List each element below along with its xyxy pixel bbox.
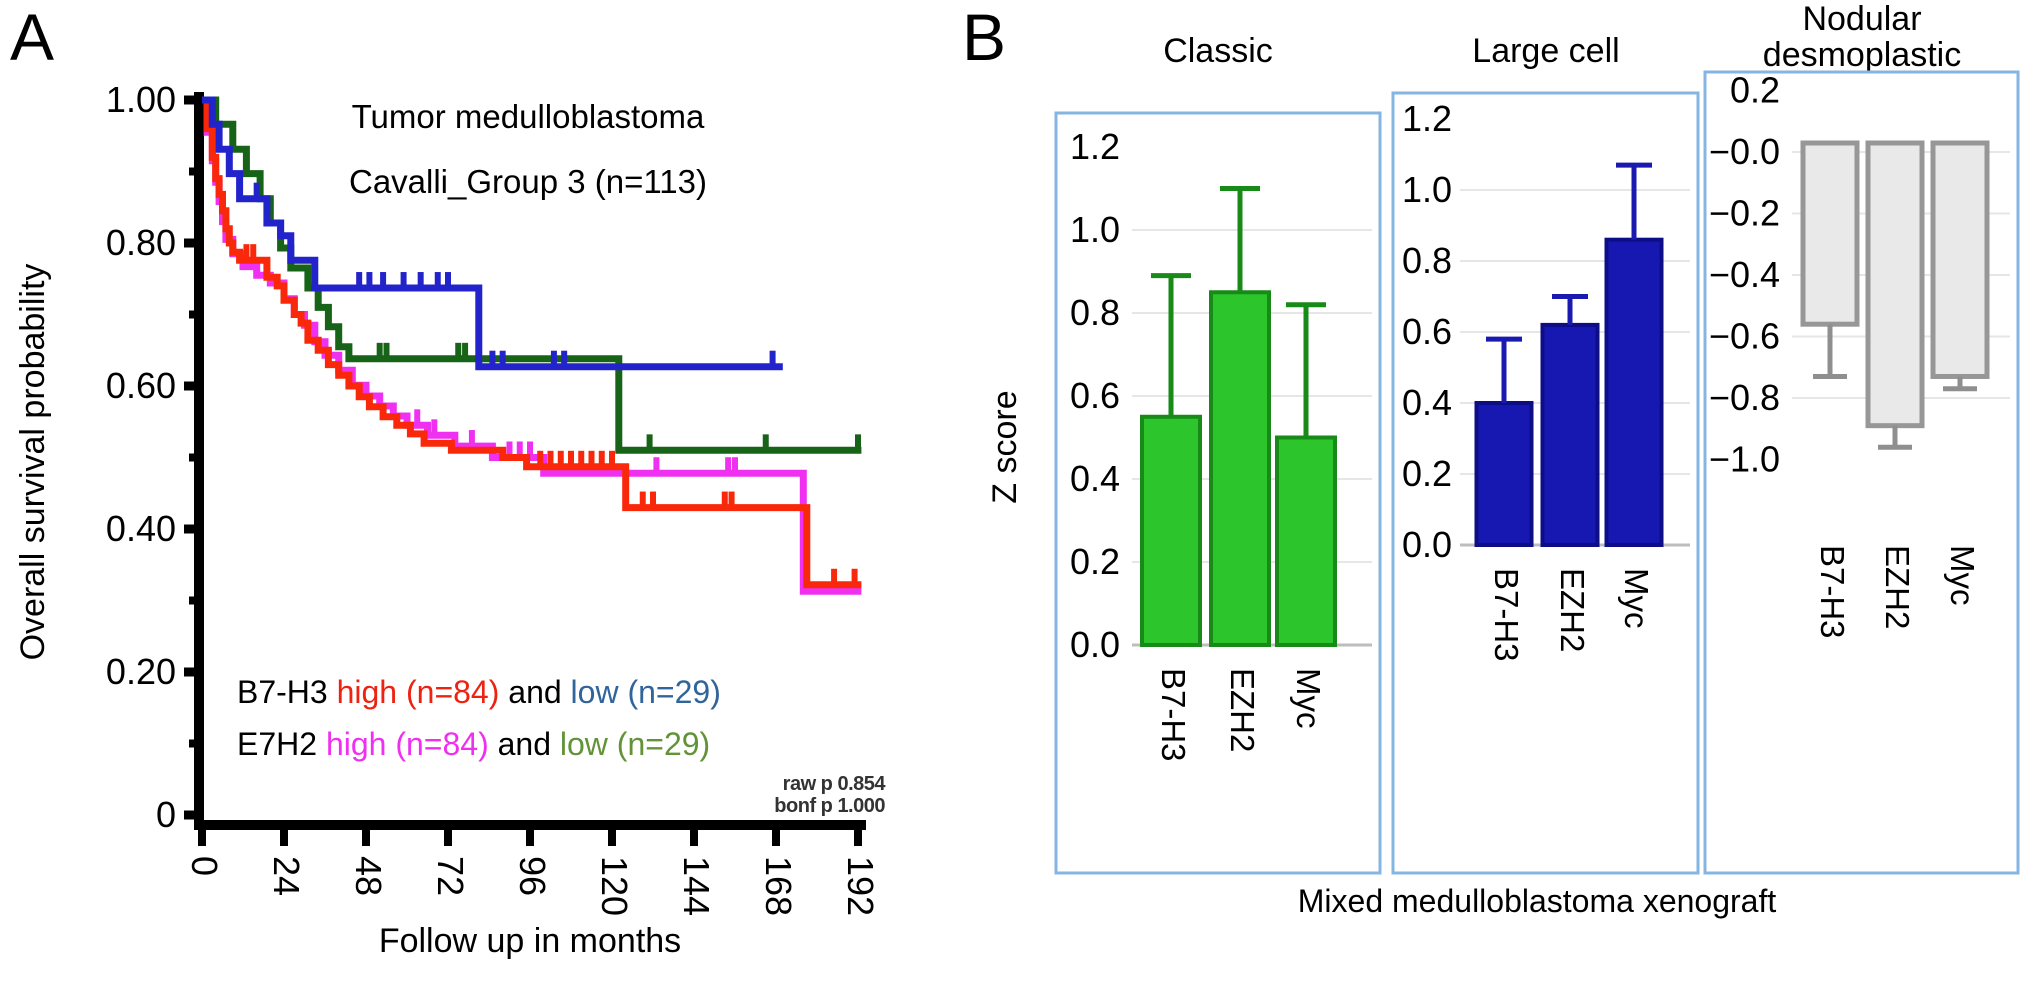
x-tick-label: 48 xyxy=(348,856,389,896)
km-title-line2: Cavalli_Group 3 (n=113) xyxy=(349,163,707,200)
km-stats-raw-p: raw p 0.854 xyxy=(783,773,887,795)
bar xyxy=(1865,140,1925,429)
legend-e7h2-low: low (n=29) xyxy=(560,726,710,762)
y-tick-label: 0.8 xyxy=(1070,292,1120,333)
y-tick-label: 0.20 xyxy=(106,651,176,692)
km-stats-bonf-p: bonf p 1.000 xyxy=(774,795,885,817)
y-tick-label: 0.0 xyxy=(1402,524,1452,565)
km-legend-line1: B7-H3 high (n=84) and low (n=29) xyxy=(237,674,721,710)
category-label: EZH2 xyxy=(1879,545,1916,629)
nodular-desmoplastic-chart: 0.2 −0.0 −0.2 −0.4 −0.6 −0.8 −1.0B7-H3 EZH2 Myc xyxy=(1703,70,2020,875)
y-tick-label: −1.0 xyxy=(1709,439,1780,480)
y-tick-label: 0.4 xyxy=(1402,382,1452,423)
km-title-line1: Tumor medulloblastoma xyxy=(352,98,705,135)
bar xyxy=(1209,290,1271,647)
y-tick-label: 0.6 xyxy=(1070,375,1120,416)
y-tick-label: 0.2 xyxy=(1070,541,1120,582)
km-x-axis-title: Follow up in months xyxy=(379,922,681,960)
zscore-axis-title: Z score xyxy=(986,390,1024,503)
y-tick-label: 1.2 xyxy=(1402,98,1452,139)
survival-curve xyxy=(202,96,862,589)
bar xyxy=(1604,237,1664,547)
x-tick-label: 120 xyxy=(594,856,635,916)
y-tick-label: −0.2 xyxy=(1709,193,1780,234)
legend-b7h3-label: B7-H3 xyxy=(237,674,337,710)
y-tick-label: 0.6 xyxy=(1402,311,1452,352)
y-tick-label: 0.2 xyxy=(1402,453,1452,494)
category-label: Myc xyxy=(1290,668,1327,729)
y-tick-label: 0.60 xyxy=(106,365,176,406)
bar xyxy=(1275,435,1337,647)
panel-b-caption: Mixed medulloblastoma xenograft xyxy=(1298,883,1777,919)
legend-e7h2-label: E7H2 xyxy=(237,726,326,762)
x-tick-label: 192 xyxy=(840,856,881,916)
category-label: B7-H3 xyxy=(1155,668,1192,762)
panel-b-label: B xyxy=(962,0,1006,74)
y-tick-label: 1.00 xyxy=(106,79,176,120)
bar xyxy=(1140,414,1202,647)
x-tick-label: 96 xyxy=(512,856,553,896)
category-label: EZH2 xyxy=(1224,668,1261,752)
bar xyxy=(1930,140,1990,379)
km-axes: 1.00 0.80 0.60 0.40 0.20 0 0 24 48 72 96 120 144 168 1… xyxy=(106,79,881,916)
y-tick-label: −0.8 xyxy=(1709,377,1780,418)
legend-and-1: and xyxy=(499,674,570,710)
bar-charts: Classic Large cell Nodular desmoplastic … xyxy=(986,0,2020,919)
nodular-title-line2: desmoplastic xyxy=(1763,36,1961,74)
y-tick-label: 0.80 xyxy=(106,222,176,263)
y-tick-label: 1.0 xyxy=(1402,169,1452,210)
km-y-axis-title: Overall survival probability xyxy=(14,264,52,661)
x-tick-label: 24 xyxy=(266,856,307,896)
legend-b7h3-high: high (n=84) xyxy=(337,674,500,710)
y-tick-label: 0.0 xyxy=(1070,624,1120,665)
y-tick-label: −0.6 xyxy=(1709,316,1780,357)
x-tick-label: 0 xyxy=(184,856,225,876)
classic-title: Classic xyxy=(1163,32,1273,70)
x-tick-label: 144 xyxy=(676,856,717,916)
y-tick-label: −0.0 xyxy=(1709,131,1780,172)
bar xyxy=(1800,140,1860,327)
legend-b7h3-low: low (n=29) xyxy=(571,674,721,710)
y-tick-label: 0.40 xyxy=(106,508,176,549)
y-tick-label: −0.4 xyxy=(1709,254,1780,295)
km-legend-line2: E7H2 high (n=84) and low (n=29) xyxy=(237,726,710,762)
category-label: EZH2 xyxy=(1554,568,1591,652)
survival-curve xyxy=(202,96,862,454)
large-cell-chart: 1.2 1.0 0.8 0.6 0.4 0.2 0.0B7-H3 EZH2 Myc xyxy=(1391,91,1700,875)
y-tick-label: 1.0 xyxy=(1070,209,1120,250)
nodular-title-line1: Nodular xyxy=(1802,0,1921,38)
y-tick-label: 0.8 xyxy=(1402,240,1452,281)
bar xyxy=(1474,401,1534,547)
category-label: Myc xyxy=(1944,545,1981,606)
bar xyxy=(1540,322,1600,547)
y-tick-label: 0.2 xyxy=(1730,70,1780,111)
legend-and-2: and xyxy=(489,726,560,762)
classic-chart: 1.2 1.0 0.8 0.6 0.4 0.2 0.0B7-H3 EZH2 Myc xyxy=(1054,111,1382,875)
legend-e7h2-high: high (n=84) xyxy=(326,726,489,762)
category-label: Myc xyxy=(1618,568,1655,629)
km-curves xyxy=(202,96,862,595)
y-tick-label: 0.4 xyxy=(1070,458,1120,499)
kaplan-meier-chart: 1.00 0.80 0.60 0.40 0.20 0 0 24 48 72 96 120 144 168 1… xyxy=(14,79,887,960)
panel-a-label: A xyxy=(10,0,54,74)
category-label: B7-H3 xyxy=(1814,545,1851,639)
category-label: B7-H3 xyxy=(1488,568,1525,662)
y-tick-label: 0 xyxy=(156,794,176,835)
large-cell-title: Large cell xyxy=(1472,32,1619,70)
y-tick-label: 1.2 xyxy=(1070,126,1120,167)
x-tick-label: 72 xyxy=(430,856,471,896)
x-tick-label: 168 xyxy=(758,856,799,916)
survival-curve xyxy=(202,96,783,371)
